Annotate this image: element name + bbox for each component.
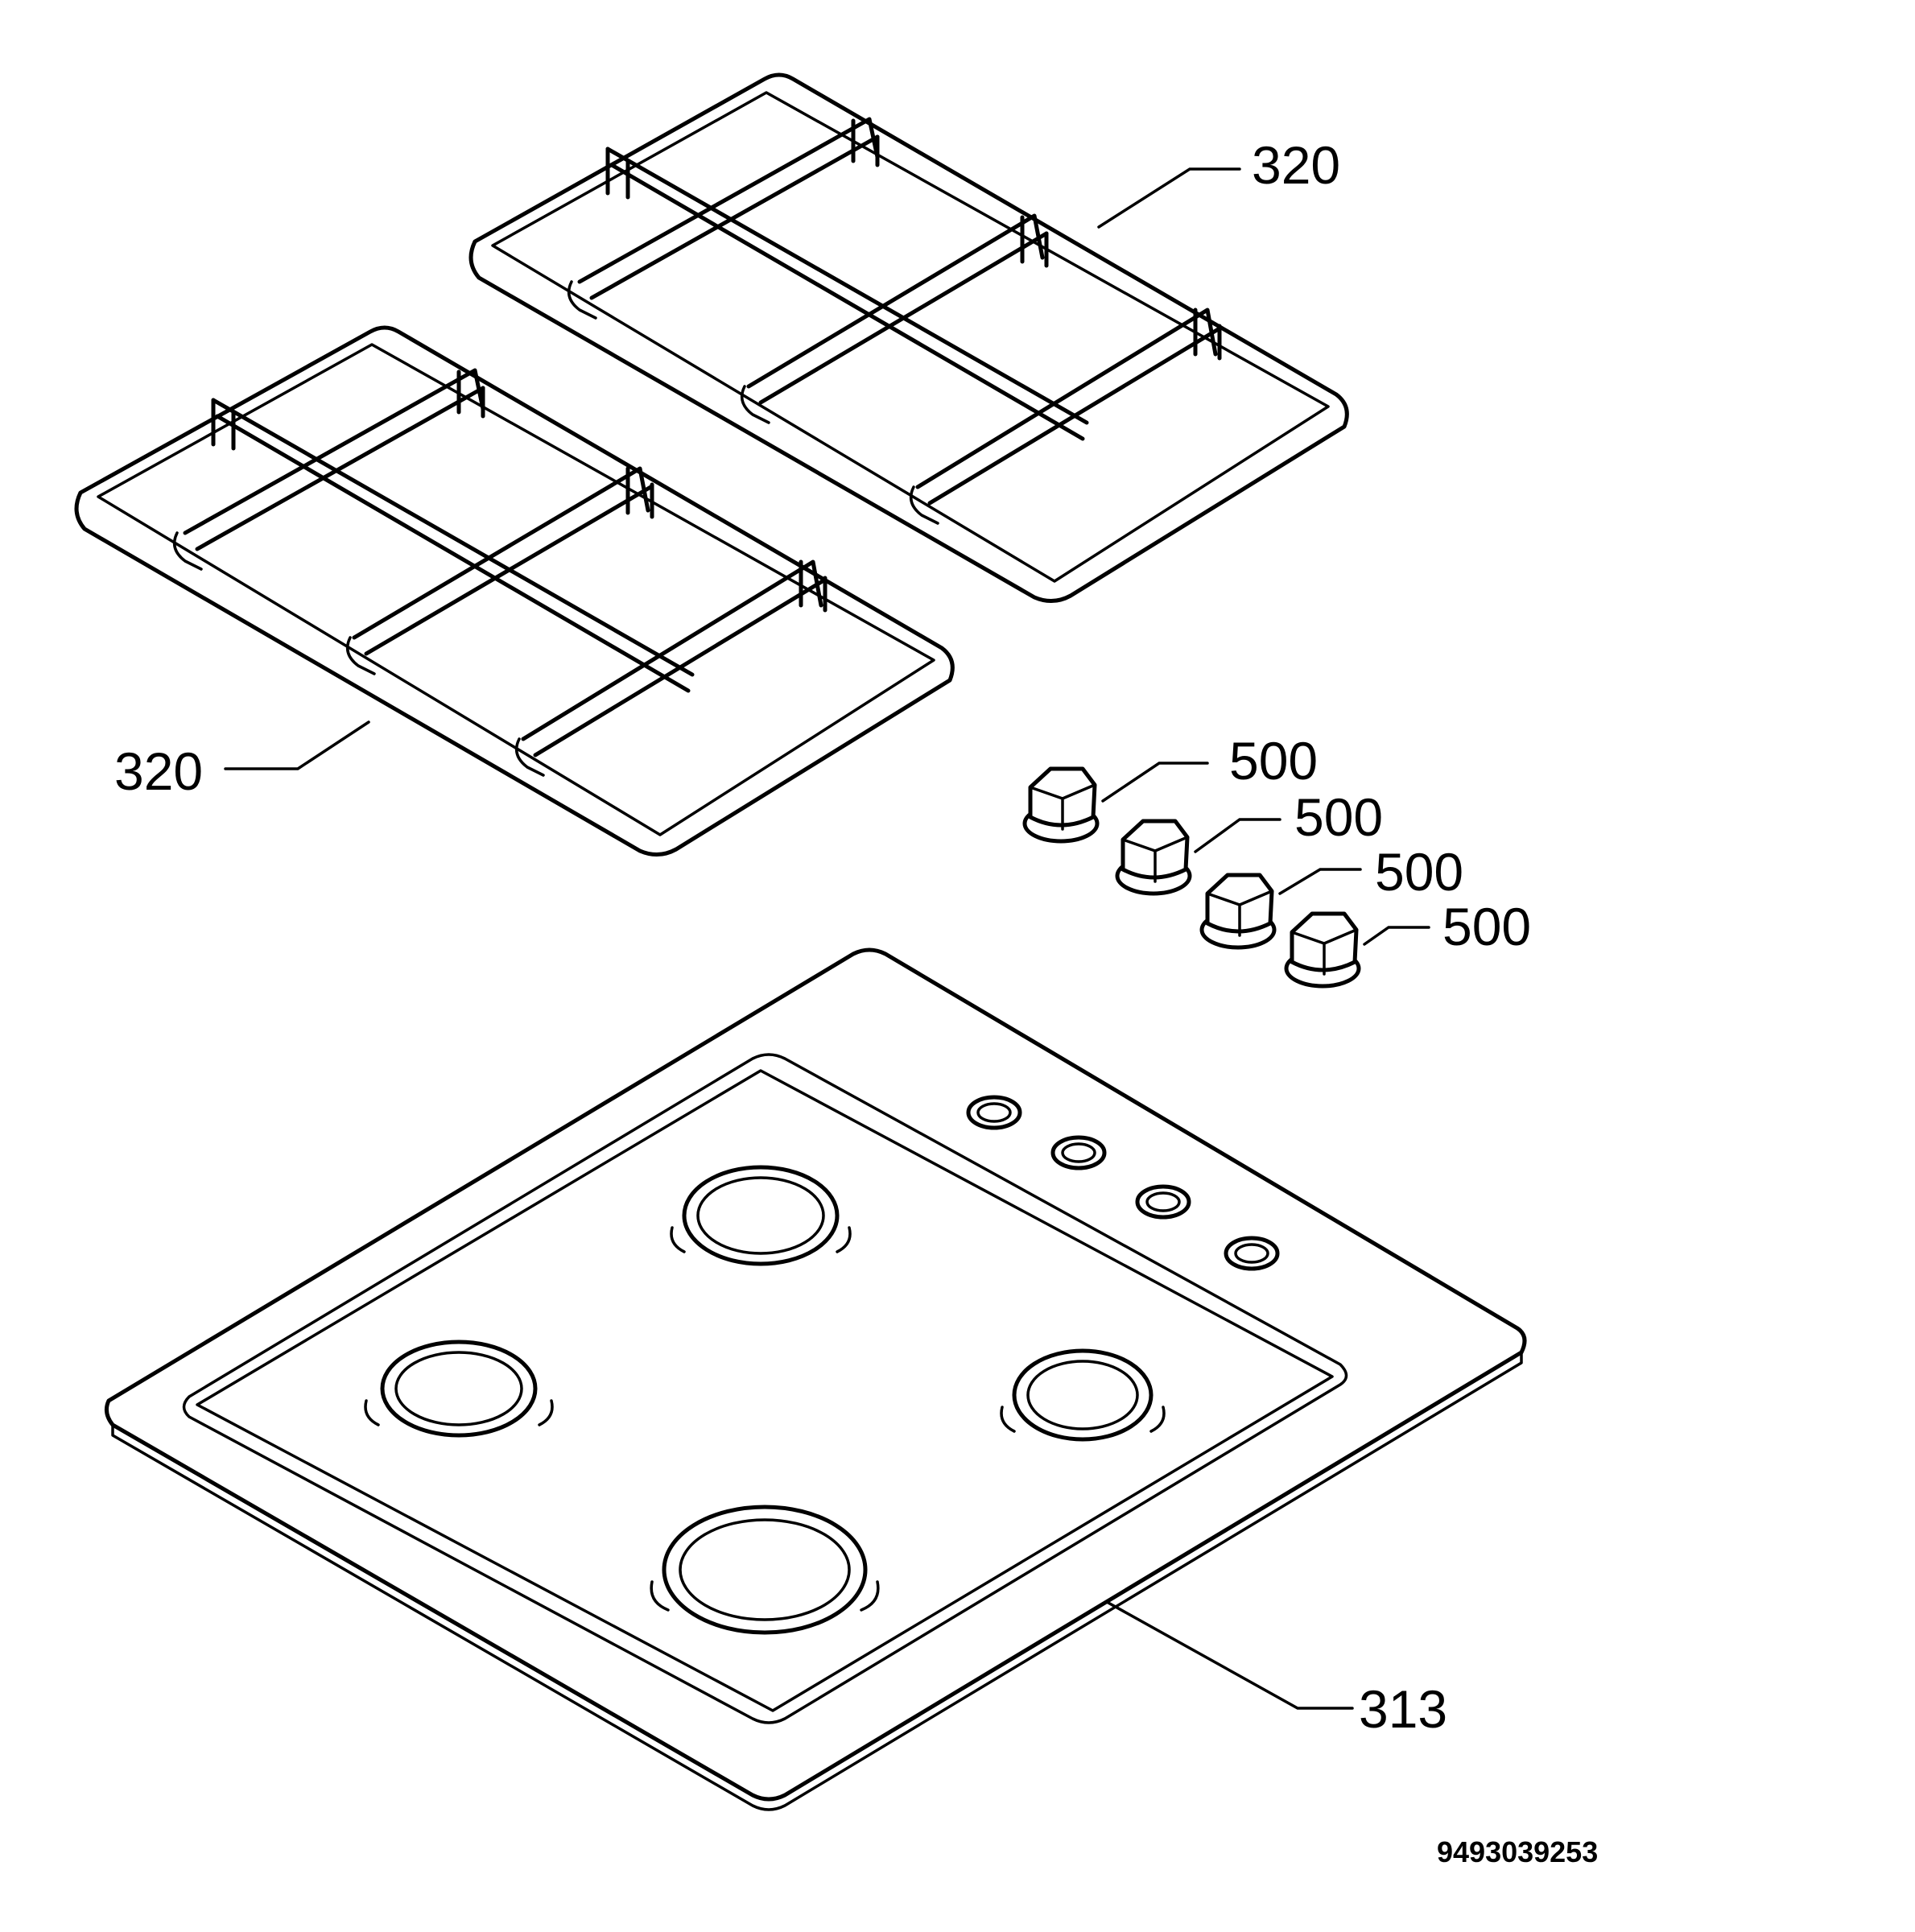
part-label-500-knob-4: 500 (1442, 897, 1532, 956)
leader-grid-top (1097, 167, 1241, 229)
control-knob-4 (1284, 911, 1361, 989)
part-label-500-knob-1: 500 (1229, 731, 1319, 791)
control-knob-1 (1022, 766, 1100, 844)
leader-hob (1105, 1600, 1354, 1710)
burner-right (1000, 1348, 1166, 1442)
leader-knob-3 (1278, 868, 1362, 895)
part-label-500-knob-2: 500 (1294, 787, 1384, 847)
pan-support-grid-top (468, 72, 1349, 603)
burner-rear (670, 1165, 852, 1266)
part-label-320-left: 320 (114, 741, 204, 801)
part-label-500-knob-3: 500 (1375, 842, 1464, 902)
burner-front (650, 1505, 880, 1635)
control-knob-3 (1199, 873, 1277, 950)
leader-knob-2 (1194, 818, 1281, 853)
part-label-320-top: 320 (1252, 135, 1341, 195)
leader-knob-1 (1101, 762, 1209, 803)
part-label-313-hob: 313 (1359, 1679, 1448, 1739)
pan-support-grid-left (74, 325, 955, 857)
knob-holes (966, 1095, 1280, 1271)
burner-left (364, 1340, 554, 1438)
leader-grid-left (224, 720, 370, 770)
document-number: 9493039253 (1437, 1835, 1599, 1868)
control-knob-2 (1115, 819, 1192, 896)
hob-top-plate (104, 947, 1527, 1811)
leader-knob-4 (1363, 926, 1430, 946)
